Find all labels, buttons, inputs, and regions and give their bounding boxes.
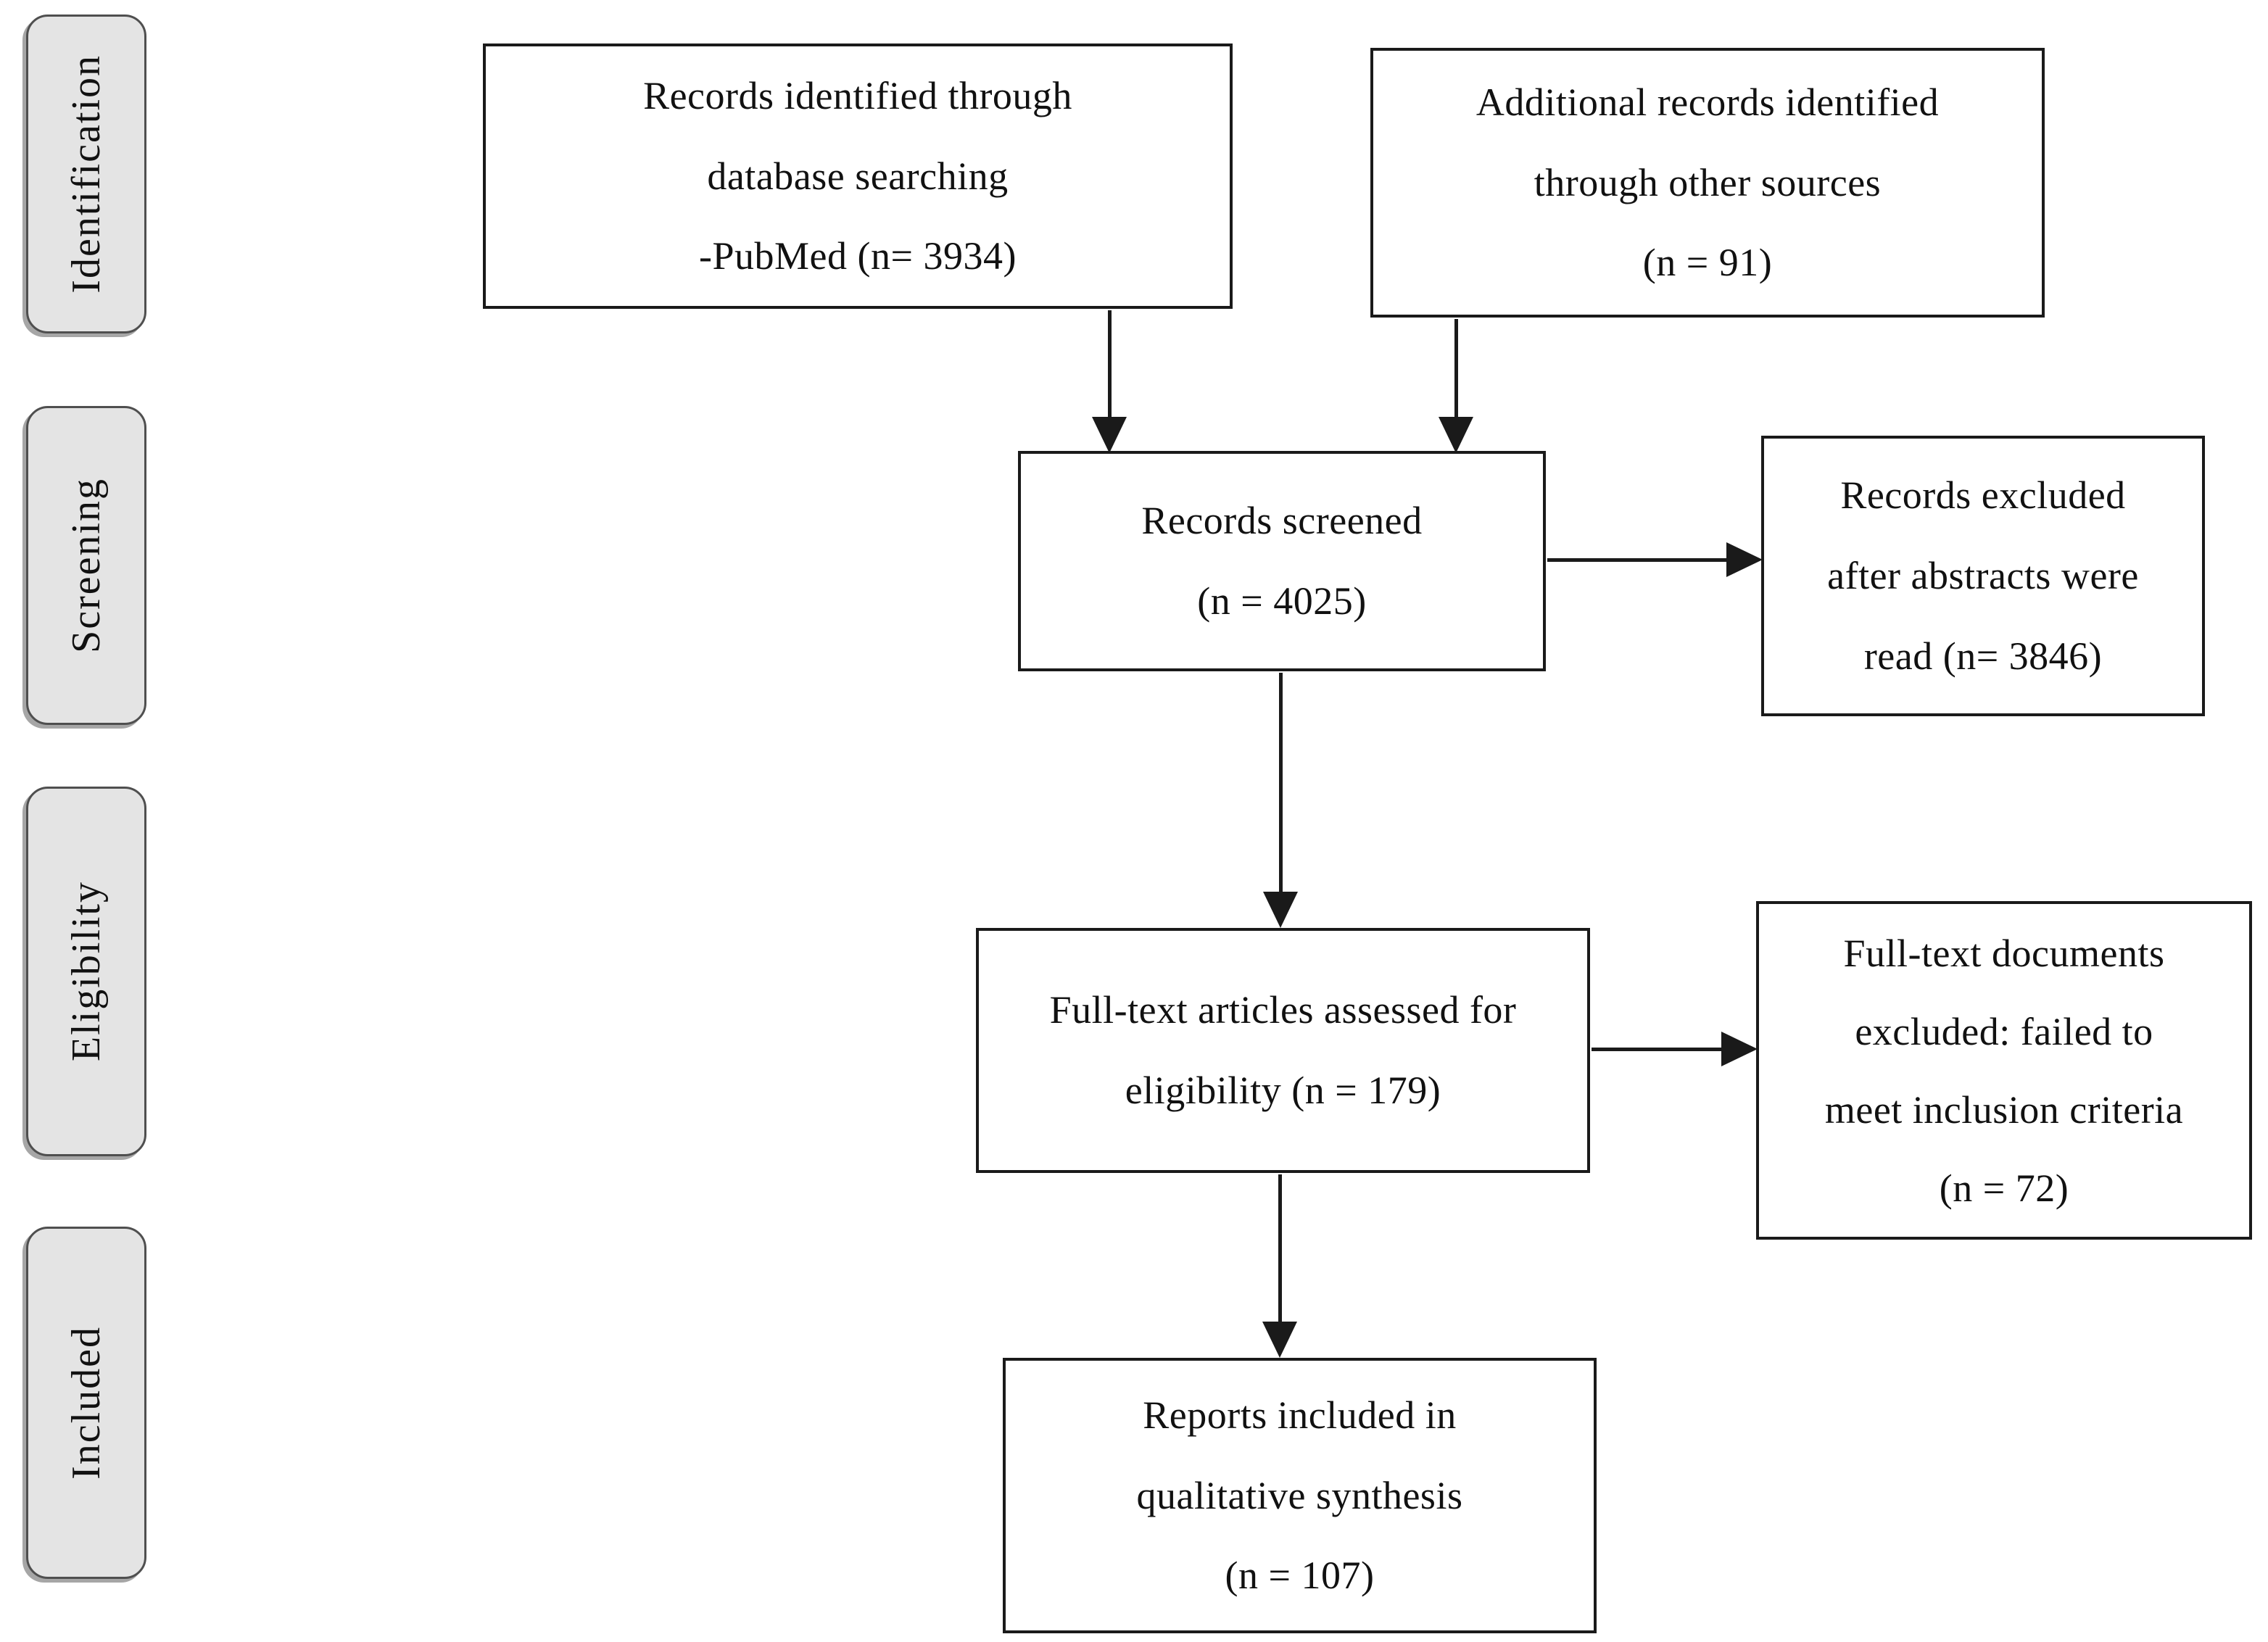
box-records-excluded-line: read (n= 3846) bbox=[1863, 634, 2103, 678]
arrowhead-down-icon bbox=[1439, 417, 1473, 453]
stage-eligibility-label: Eligibility bbox=[64, 881, 109, 1062]
box-records-screened: Records screened (n = 4025) bbox=[1018, 451, 1546, 671]
box-fulltext-excluded: Full-text documents excluded: failed to … bbox=[1756, 901, 2252, 1240]
box-records-identified-line: Records identified through bbox=[643, 73, 1072, 117]
box-fulltext-assessed: Full-text articles assessed for eligibil… bbox=[976, 928, 1590, 1173]
arrowhead-down-icon bbox=[1262, 1322, 1297, 1358]
box-records-excluded-line: Records excluded bbox=[1840, 473, 2126, 518]
box-fulltext-excluded-line: Full-text documents bbox=[1843, 931, 2165, 975]
box-additional-records-line: (n = 91) bbox=[1642, 241, 1773, 285]
arrowhead-down-icon bbox=[1263, 892, 1298, 928]
box-additional-records: Additional records identified through ot… bbox=[1370, 48, 2045, 318]
arrow-line bbox=[1592, 1048, 1723, 1051]
stage-included-label: Included bbox=[64, 1326, 109, 1480]
box-records-screened-line: Records screened bbox=[1141, 499, 1423, 543]
arrow-line bbox=[1547, 558, 1729, 562]
stage-eligibility: Eligibility bbox=[26, 787, 146, 1156]
arrowhead-right-icon bbox=[1721, 1032, 1758, 1066]
box-additional-records-line: Additional records identified bbox=[1476, 80, 1940, 124]
arrow-line bbox=[1454, 319, 1458, 419]
box-fulltext-excluded-line: excluded: failed to bbox=[1855, 1009, 2153, 1053]
arrowhead-right-icon bbox=[1726, 542, 1763, 577]
box-records-identified-line: database searching bbox=[707, 154, 1009, 198]
stage-screening: Screening bbox=[26, 406, 146, 725]
stage-screening-label: Screening bbox=[64, 478, 109, 653]
box-reports-included: Reports included in qualitative synthesi… bbox=[1003, 1358, 1597, 1633]
arrow-line bbox=[1279, 673, 1283, 894]
box-additional-records-line: through other sources bbox=[1534, 160, 1882, 204]
arrow-line bbox=[1108, 310, 1112, 419]
box-fulltext-excluded-line: (n = 72) bbox=[1939, 1166, 2069, 1210]
stage-included: Included bbox=[26, 1227, 146, 1579]
box-records-identified: Records identified through database sear… bbox=[483, 43, 1233, 309]
box-records-excluded-line: after abstracts were bbox=[1827, 554, 2139, 598]
box-fulltext-assessed-line: Full-text articles assessed for bbox=[1049, 988, 1517, 1032]
box-records-identified-line: -PubMed (n= 3934) bbox=[699, 234, 1017, 278]
arrowhead-down-icon bbox=[1092, 417, 1127, 453]
stage-identification-label: Identification bbox=[64, 54, 109, 294]
box-reports-included-line: qualitative synthesis bbox=[1136, 1473, 1463, 1517]
box-fulltext-assessed-line: eligibility (n = 179) bbox=[1125, 1069, 1441, 1112]
arrow-line bbox=[1278, 1174, 1282, 1323]
box-records-excluded: Records excluded after abstracts were re… bbox=[1761, 436, 2205, 716]
stage-identification: Identification bbox=[26, 14, 146, 333]
box-records-screened-line: (n = 4025) bbox=[1197, 579, 1367, 623]
box-reports-included-line: (n = 107) bbox=[1225, 1554, 1375, 1598]
box-reports-included-line: Reports included in bbox=[1143, 1393, 1457, 1437]
box-fulltext-excluded-line: meet inclusion criteria bbox=[1824, 1087, 2184, 1132]
